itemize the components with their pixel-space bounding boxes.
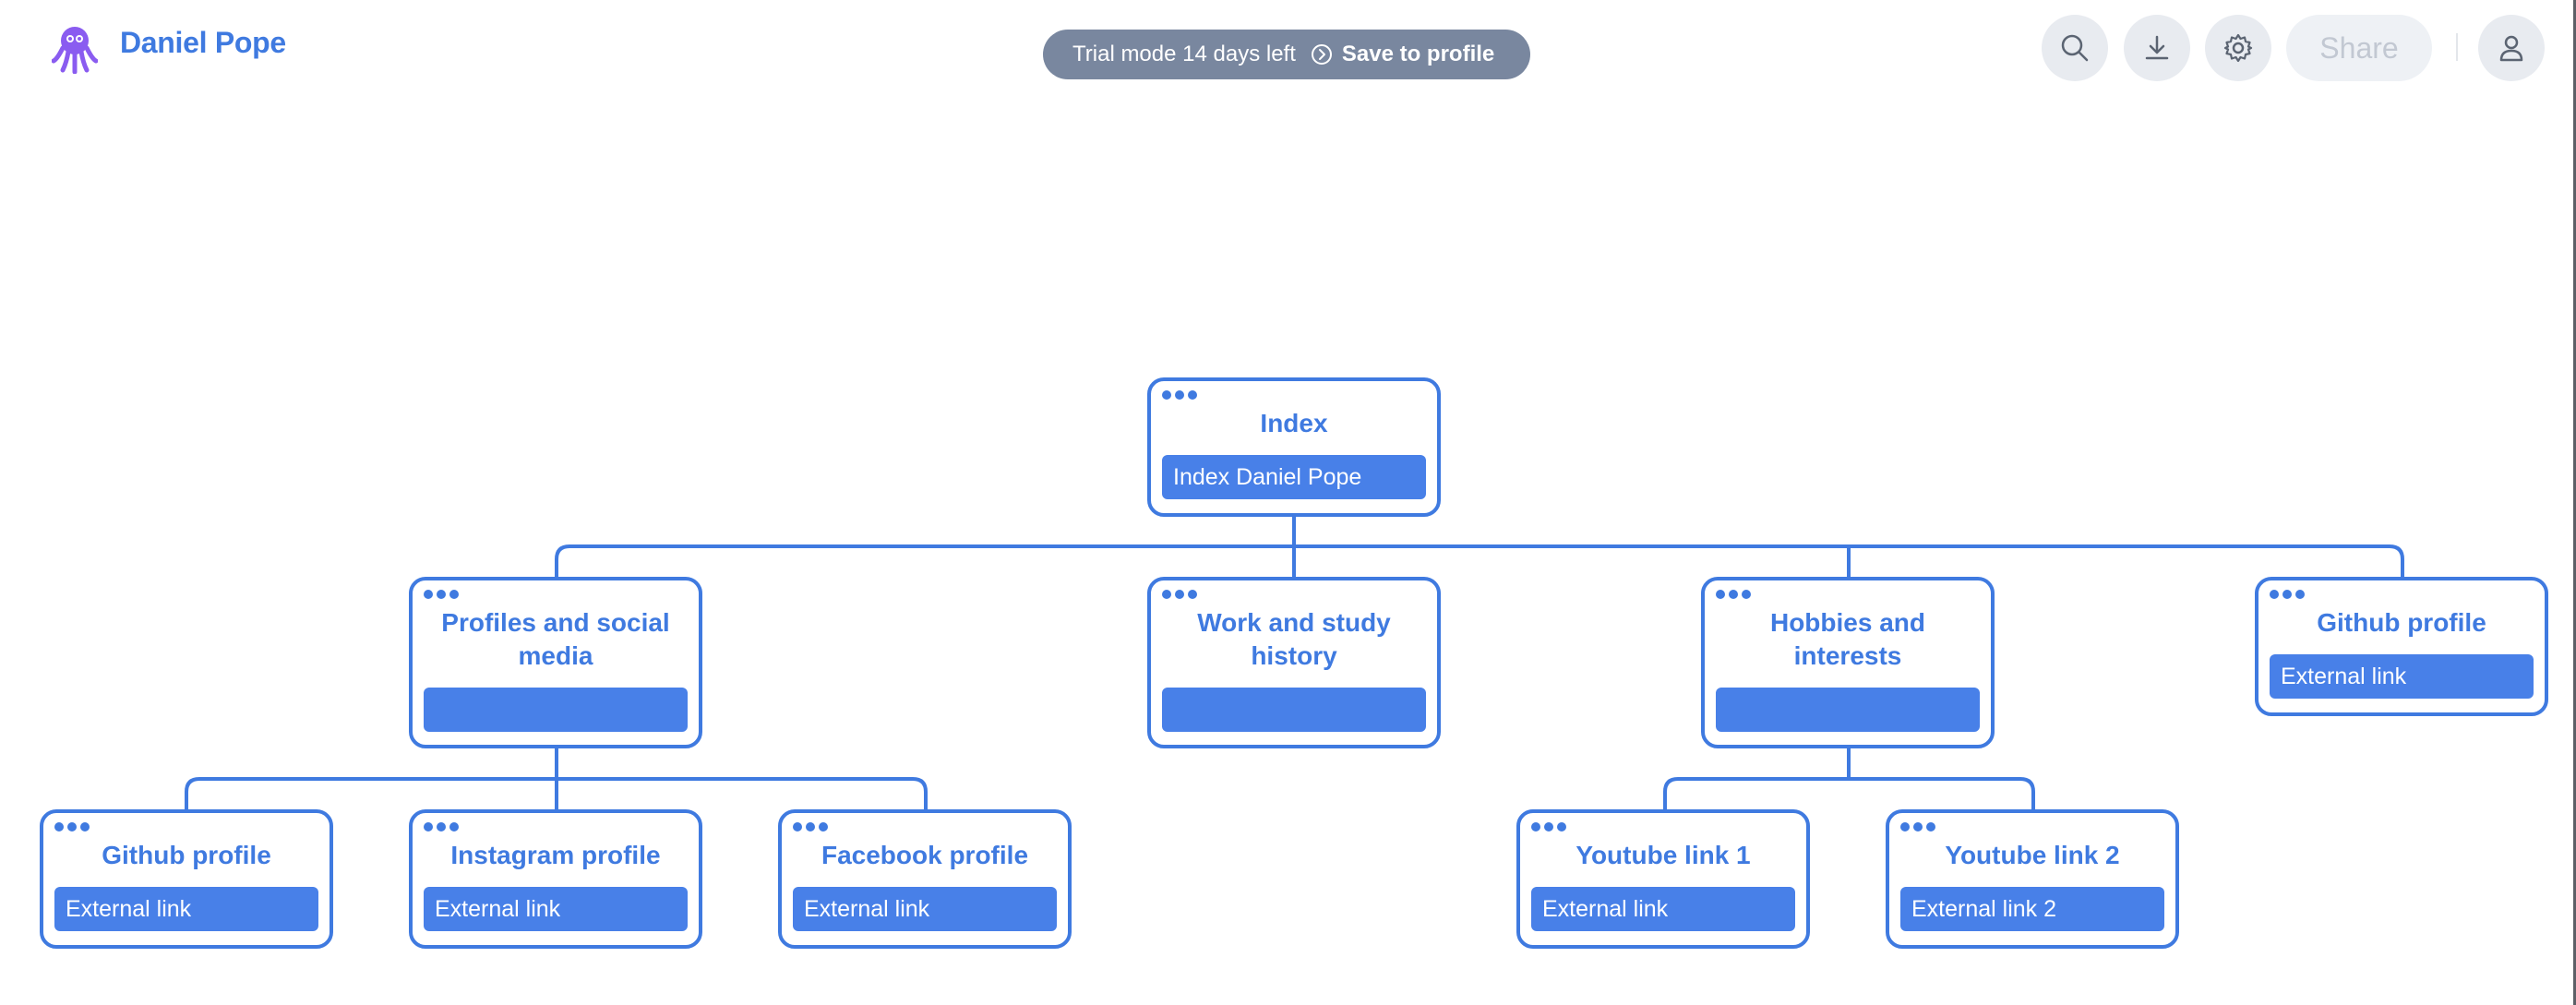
node-work-and-study-history[interactable]: Work and study history xyxy=(1147,577,1441,748)
settings-button[interactable] xyxy=(2205,15,2271,81)
user-icon xyxy=(2499,35,2523,62)
node-link[interactable] xyxy=(424,688,688,732)
trial-banner: Trial mode 14 days left Save to profile xyxy=(1043,30,1530,79)
download-icon xyxy=(2145,35,2169,60)
node-menu-button[interactable] xyxy=(1531,822,1566,832)
window-edge xyxy=(2573,0,2576,1005)
node-link[interactable]: External link 2 xyxy=(1900,887,2164,931)
node-menu-button[interactable] xyxy=(54,822,90,832)
node-link[interactable]: Index Daniel Pope xyxy=(1162,455,1426,499)
download-button[interactable] xyxy=(2124,15,2190,81)
node-hobbies-and-interests[interactable]: Hobbies and interests xyxy=(1701,577,1995,748)
node-title: Profiles and social media xyxy=(441,608,670,670)
share-button[interactable]: Share xyxy=(2286,15,2432,81)
node-profiles-and-social-media[interactable]: Profiles and social media xyxy=(409,577,702,748)
octopus-logo-icon[interactable] xyxy=(52,22,98,74)
node-title: Facebook profile xyxy=(821,841,1029,869)
header-divider xyxy=(2456,33,2458,61)
node-menu-button[interactable] xyxy=(1162,590,1197,599)
node-link[interactable] xyxy=(1162,688,1426,732)
node-title: Github profile xyxy=(2317,608,2486,637)
node-menu-button[interactable] xyxy=(1900,822,1935,832)
node-menu-button[interactable] xyxy=(1716,590,1751,599)
node-menu-button[interactable] xyxy=(424,590,459,599)
node-instagram-profile[interactable]: Instagram profile External link xyxy=(409,809,702,949)
node-youtube-link-1[interactable]: Youtube link 1 External link xyxy=(1516,809,1810,949)
node-title: Youtube link 2 xyxy=(1945,841,2120,869)
node-menu-button[interactable] xyxy=(424,822,459,832)
node-facebook-profile[interactable]: Facebook profile External link xyxy=(778,809,1072,949)
node-title: Index xyxy=(1260,409,1328,437)
node-youtube-link-2[interactable]: Youtube link 2 External link 2 xyxy=(1886,809,2179,949)
node-index[interactable]: Index Index Daniel Pope xyxy=(1147,377,1441,517)
gear-icon xyxy=(2223,33,2253,63)
save-to-profile-label: Save to profile xyxy=(1341,42,1495,66)
node-menu-button[interactable] xyxy=(793,822,828,832)
arrow-circle-right-icon xyxy=(1311,44,1332,65)
node-link[interactable]: External link xyxy=(1531,887,1795,931)
node-title: Work and study history xyxy=(1197,608,1391,670)
node-menu-button[interactable] xyxy=(2270,590,2305,599)
save-to-profile-button[interactable]: Save to profile xyxy=(1311,42,1494,67)
node-menu-button[interactable] xyxy=(1162,390,1197,400)
node-link[interactable]: External link xyxy=(2270,654,2534,699)
node-github-profile[interactable]: Github profile External link xyxy=(40,809,333,949)
node-title: Instagram profile xyxy=(450,841,661,869)
node-title: Hobbies and interests xyxy=(1769,608,1925,670)
node-github-profile-top[interactable]: Github profile External link xyxy=(2255,577,2548,716)
brand-title: Daniel Pope xyxy=(120,26,286,59)
node-link[interactable] xyxy=(1716,688,1980,732)
node-link[interactable]: External link xyxy=(54,887,318,931)
node-link[interactable]: External link xyxy=(424,887,688,931)
trial-text: Trial mode 14 days left xyxy=(1072,42,1296,66)
node-link[interactable]: External link xyxy=(793,887,1057,931)
search-icon xyxy=(2061,34,2089,62)
search-button[interactable] xyxy=(2042,15,2108,81)
account-button[interactable] xyxy=(2478,15,2545,81)
node-title: Youtube link 1 xyxy=(1576,841,1751,869)
node-title: Github profile xyxy=(102,841,271,869)
